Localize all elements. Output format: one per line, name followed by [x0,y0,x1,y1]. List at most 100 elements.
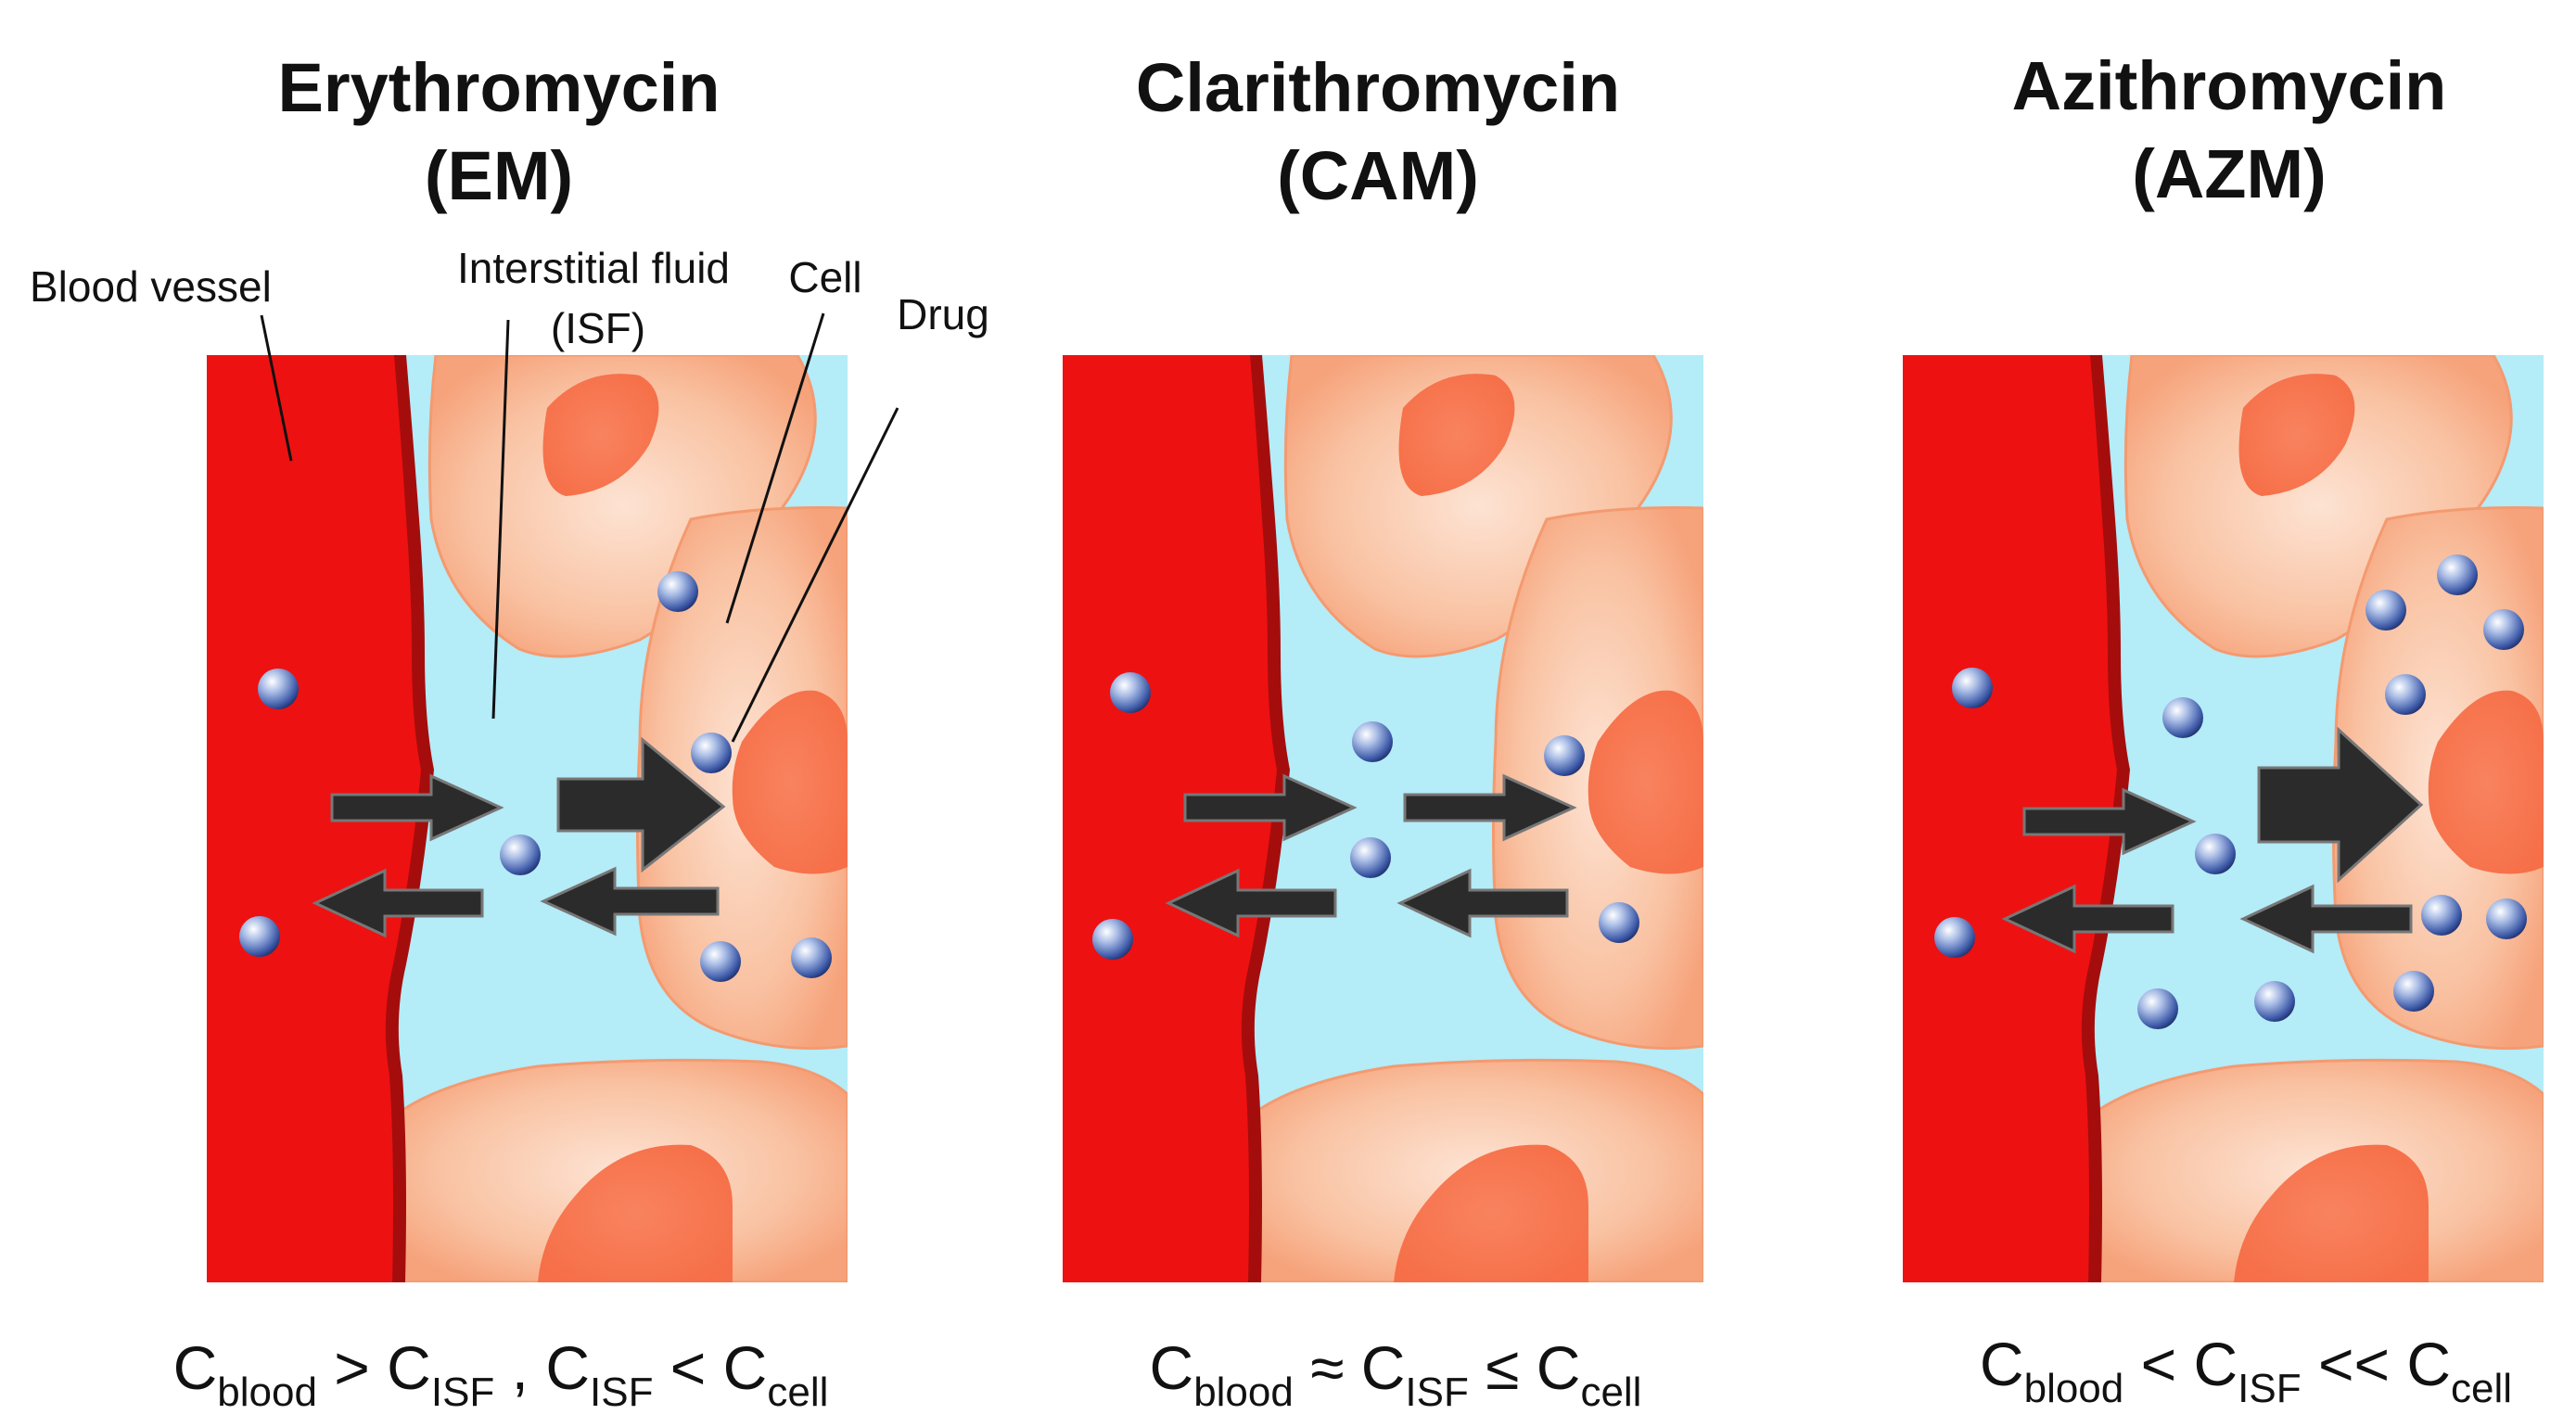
transport-arrows [312,736,726,938]
arrow-isf-to-cell-large [556,736,726,873]
panel-subtitle: (EM) [425,137,573,214]
arrow-cell-to-isf [540,866,720,936]
cell-nucleus [542,374,659,496]
drug-particles [239,571,832,982]
blood-vessel [1063,355,1277,1282]
drug-particle [500,835,541,875]
drug-particle [239,916,280,957]
concentration-relation: Cblood ≈ CISF ≤ Ccell [1150,1333,1642,1415]
relation-subscript: ISF [590,1370,653,1415]
arrow-isf-to-cell-large [2257,726,2424,884]
panel-subtitle: (CAM) [1277,137,1479,214]
label-drug: Drug [897,290,989,338]
label-blood-vessel: Blood vessel [30,262,272,311]
leader-line [491,319,510,720]
arrow-isf-to-blood [2001,884,2174,954]
cell-nucleus [1398,374,1515,496]
arrow-blood-to-isf [2022,787,2197,856]
drug-particle [700,941,741,982]
drug-particle [2486,898,2527,939]
relation-subscript: ISF [1405,1370,1468,1415]
concentration-relation: Cblood < CISF << Ccell [1980,1330,2512,1411]
arrow-cell-to-isf [1396,868,1569,938]
relation-subscript: blood [217,1370,317,1415]
arrow-blood-to-isf [330,773,504,842]
arrow-blood-to-isf [1183,773,1358,842]
relation-text: > C [317,1333,431,1402]
relation-subscript: cell [767,1370,828,1415]
relation-subscript: blood [1193,1370,1294,1415]
drug-particle [2254,981,2295,1022]
tissue-scene [207,355,848,1282]
cell-nucleus [732,690,848,874]
transport-arrows [2001,726,2424,954]
drug-particle [1092,919,1133,960]
arrow-isf-to-blood [312,868,484,938]
drug-particle [1934,917,1975,958]
leader-line [725,312,825,624]
label-cell: Cell [788,253,861,301]
drug-particle [657,571,698,612]
arrow-isf-to-blood [1165,868,1337,938]
panel-title: Azithromycin [2012,47,2447,124]
cell [2123,355,2513,658]
concentration-relation: Cblood > CISF , CISF < Ccell [173,1333,829,1415]
panel-azithromycin: Azithromycin (AZM) [1903,47,2544,1411]
annotation-labels: Blood vessel Interstitial fluid (ISF) Ce… [30,244,989,743]
drug-particle [1952,668,1993,708]
relation-text: , C [494,1333,590,1402]
blood-vessel [207,355,421,1282]
drug-particle [2195,834,2236,874]
drug-particle [2137,988,2178,1029]
cell-nucleus [2238,374,2355,496]
cell [427,355,817,658]
panel-clarithromycin: Clarithromycin (CAM) Cblo [1063,49,1703,1415]
panel-title: Erythromycin [277,49,720,126]
arrow-isf-to-cell [1403,773,1577,842]
relation-text: C [173,1333,218,1402]
relation-text: C [1150,1333,1194,1402]
drug-particle [2393,971,2434,1012]
drug-particle [1110,672,1151,713]
relation-text: C [1980,1330,2024,1398]
drug-particle [2162,697,2203,738]
cell [1283,355,1673,658]
panel-erythromycin: Erythromycin (EM) [30,49,989,1415]
cell-nucleus [538,1144,733,1282]
drug-particle [1350,837,1391,878]
drug-particles [1092,672,1639,960]
blood-vessel [1903,355,2117,1282]
cell-nucleus [2234,1144,2429,1282]
leader-line [731,407,899,743]
panel-title: Clarithromycin [1136,49,1620,126]
drug-particle [2421,895,2462,936]
relation-subscript: ISF [2238,1366,2301,1411]
transport-arrows [1165,773,1577,938]
tissue-scene [1063,355,1703,1282]
drug-particle [1599,902,1639,943]
leader-line [260,314,293,462]
drug-particle [2437,554,2478,595]
label-interstitial-fluid: Interstitial fluid [457,244,730,292]
drug-particle [691,733,732,773]
cell-nucleus [1588,690,1703,874]
arrow-cell-to-isf [2239,884,2413,954]
drug-particle [791,937,832,978]
drug-particle [2385,674,2426,715]
relation-text: ≤ C [1469,1333,1581,1402]
drug-particle [1352,721,1393,762]
relation-subscript: ISF [431,1370,494,1415]
drug-particle [258,669,299,709]
relation-subscript: cell [2451,1366,2512,1411]
relation-subscript: blood [2024,1366,2124,1411]
panel-subtitle: (AZM) [2132,135,2327,212]
drug-particle [2483,609,2524,650]
drug-particle [2366,590,2406,631]
drug-particle [1544,735,1585,776]
relation-text: < C [2123,1330,2238,1398]
relation-text: << C [2302,1330,2451,1398]
relation-text: ≈ C [1294,1333,1406,1402]
tissue-scene [1903,355,2544,1282]
relation-subscript: cell [1580,1370,1641,1415]
